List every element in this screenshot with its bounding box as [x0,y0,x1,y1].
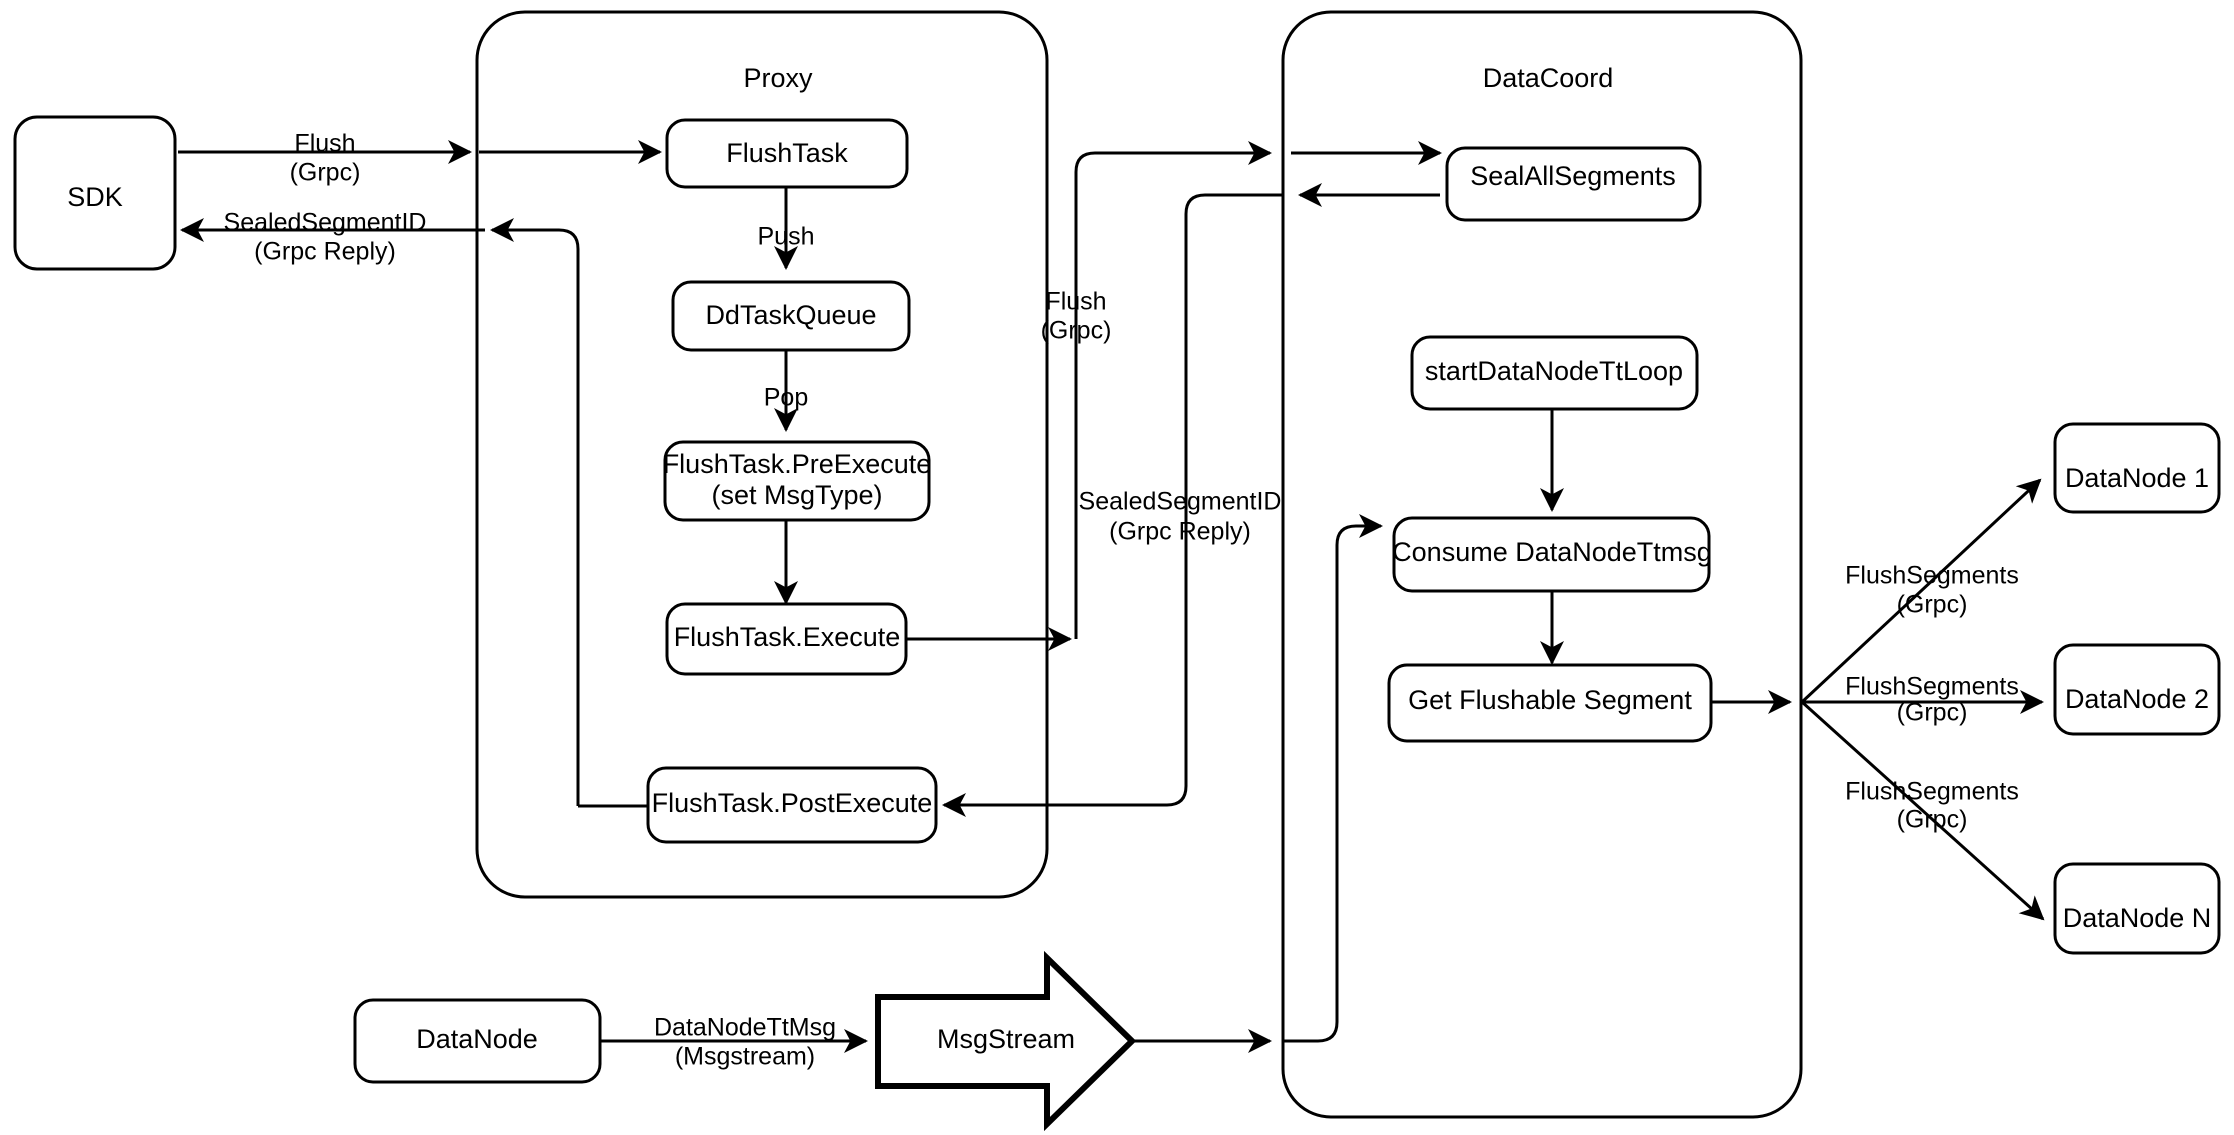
node-get-flushable-segment[interactable]: Get Flushable Segment [1387,663,1713,743]
sealallsegments-box[interactable] [1445,146,1702,222]
edge-fanout-to-datanode-1 [1800,478,2042,704]
node-flush-task[interactable]: FlushTask [665,118,909,189]
msgstream-label: MsgStream [937,1024,1075,1054]
edge-datacoord-boundary-to-consume [1283,514,1383,1043]
edge-label-push: Push [758,223,815,251]
edge-label-flushsegments-2-line2: (Grpc) [1897,699,1968,727]
node-dd-task-queue[interactable]: DdTaskQueue [671,280,911,352]
edge-label-datanodettmsg-line1: DataNodeTtMsg [654,1014,836,1042]
edge-label-flush-grpc-line2: (Grpc) [290,159,361,187]
edge-label-proxy-flush-grpc-line2: (Grpc) [1041,317,1112,345]
flushtask-box[interactable] [665,118,909,189]
node-datanode-n[interactable]: DataNode N [2053,862,2221,955]
execute-label: FlushTask.Execute [674,622,901,652]
node-seal-all-segments[interactable]: SealAllSegments [1445,146,1702,222]
edge-label-flushsegments-1-line1: FlushSegments [1845,562,2019,590]
node-flush-task-preexecute[interactable]: FlushTask.PreExecute (set MsgType) [663,440,932,522]
preexecute-label-line1: FlushTask.PreExecute [663,449,932,479]
flushtask-label: FlushTask [726,138,848,168]
datanode-1-box[interactable] [2053,422,2221,514]
datanode-2-box[interactable] [2053,643,2221,736]
proxy-container-label: Proxy [743,63,813,93]
datacoord-container-outline [1281,10,1803,1119]
proxy-container-outline [475,10,1049,899]
preexecute-label-line2: (set MsgType) [711,480,882,510]
execute-box[interactable] [665,602,908,676]
node-datanode-2[interactable]: DataNode 2 [2053,643,2221,736]
consumettmsg-label: Consume DataNodeTtmsg [1392,537,1712,567]
sdk-box[interactable] [13,115,177,271]
datacoord-container-label: DataCoord [1483,63,1614,93]
edge-fanout-to-datanode-n [1800,700,2045,921]
datanode-n-label: DataNode N [2063,903,2212,933]
edge-label-datanodettmsg-line2: (Msgstream) [675,1043,815,1071]
datanode-2-label: DataNode 2 [2065,684,2209,714]
edge-label-flushsegments-n-line1: FlushSegments [1845,778,2019,806]
datanode-1-label: DataNode 1 [2065,463,2209,493]
sealallsegments-label: SealAllSegments [1470,161,1676,191]
edge-label-sealedsegmentid-reply-line1: SealedSegmentID [224,209,427,237]
container-proxy: Proxy [475,10,1049,899]
edge-label-proxy-flush-grpc-line1: Flush [1045,288,1106,316]
edge-label-flushsegments-1-line2: (Grpc) [1897,591,1968,619]
edge-label-coord-sealedsegmentid-line1: SealedSegmentID [1079,488,1282,516]
startdatanodettloop-label: startDataNodeTtLoop [1425,356,1683,386]
node-datanode-source[interactable]: DataNode [353,998,602,1084]
startdatanodettloop-box[interactable] [1410,335,1699,411]
edge-label-flushsegments-n-line2: (Grpc) [1897,806,1968,834]
consumettmsg-box[interactable] [1392,516,1711,593]
node-flush-task-postexecute[interactable]: FlushTask.PostExecute [646,766,938,844]
edge-postexecute-to-proxy-boundary [490,218,580,806]
node-consume-datanode-ttmsg[interactable]: Consume DataNodeTtmsg [1392,516,1712,593]
sdk-label: SDK [67,182,123,212]
ddtaskqueue-box[interactable] [671,280,911,352]
edge-label-coord-sealedsegmentid-line2: (Grpc Reply) [1109,518,1251,546]
edge-label-flushsegments-2-line1: FlushSegments [1845,673,2019,701]
datanode-n-box[interactable] [2053,862,2221,955]
node-start-datanode-tt-loop[interactable]: startDataNodeTtLoop [1410,335,1699,411]
edge-proxy-to-datacoord-flush-boundary [1074,141,1272,639]
getflushable-label: Get Flushable Segment [1408,685,1692,715]
edge-label-pop: Pop [764,384,808,412]
node-flush-task-execute[interactable]: FlushTask.Execute [665,602,908,676]
postexecute-box[interactable] [646,766,938,844]
container-datacoord: DataCoord [1281,10,1803,1119]
node-datanode-1[interactable]: DataNode 1 [2053,422,2221,514]
msgstream-arrow-shape[interactable] [875,950,1137,1132]
node-sdk[interactable]: SDK [13,115,177,271]
postexecute-label: FlushTask.PostExecute [652,788,933,818]
edge-datacoord-to-postexecute [942,193,1283,817]
ddtaskqueue-label: DdTaskQueue [705,300,876,330]
preexecute-box[interactable] [663,440,931,522]
datanode-source-label: DataNode [416,1024,538,1054]
edge-label-flush-grpc-line1: Flush [294,130,355,158]
edge-label-sealedsegmentid-reply-line2: (Grpc Reply) [254,238,396,266]
node-msgstream[interactable]: MsgStream [875,950,1137,1132]
